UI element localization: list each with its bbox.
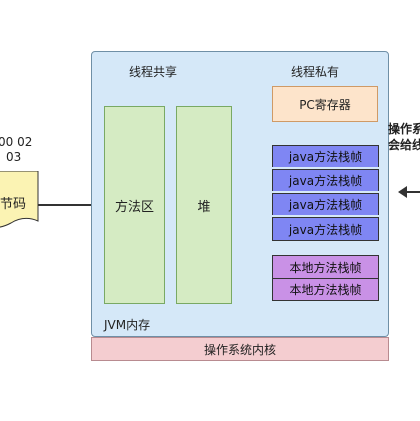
- pc-register: PC寄存器: [272, 86, 378, 122]
- java-stack-frame: java方法栈帧: [272, 145, 379, 167]
- java-stack-frame-label: java方法栈帧: [288, 222, 363, 237]
- bytecode-hex-line-2: 03: [6, 150, 22, 164]
- os-kernel-label: 操作系统内核: [203, 342, 276, 357]
- bytecode-document-icon: [0, 171, 39, 228]
- native-stack-frame-label: 本地方法栈帧: [289, 283, 362, 297]
- right-note-line-1: 操作系: [388, 122, 420, 136]
- native-stack-frame: 本地方法栈帧: [272, 255, 379, 278]
- java-stack-frame: java方法栈帧: [272, 193, 379, 215]
- native-stack-frame: 本地方法栈帧: [272, 278, 379, 301]
- java-stack-frame-label: java方法栈帧: [288, 150, 363, 164]
- right-arrow-head: [398, 186, 407, 198]
- heap-label: 堆: [197, 199, 211, 215]
- java-stack-frame: java方法栈帧: [272, 169, 379, 191]
- os-kernel: 操作系统内核: [91, 337, 389, 361]
- java-stack-frame: java方法栈帧: [272, 217, 379, 241]
- bytecode-hex-line-1: 00 02: [0, 135, 33, 149]
- java-stack-frame-label: java方法栈帧: [288, 174, 363, 188]
- right-note-line-2: 会给线: [388, 138, 420, 152]
- pc-register-label: PC寄存器: [299, 97, 351, 112]
- bytecode-arrow: [38, 204, 94, 206]
- thread-shared-title: 线程共享: [129, 65, 178, 79]
- java-stack-frame-label: java方法栈帧: [288, 198, 363, 212]
- jvm-memory-label: JVM内存: [104, 318, 151, 332]
- method-area-label: 方法区: [114, 199, 154, 215]
- right-arrow: [406, 191, 420, 193]
- thread-private-title: 线程私有: [291, 65, 340, 79]
- heap: 堆: [176, 106, 232, 304]
- bytecode-label: 节码: [0, 197, 27, 212]
- method-area: 方法区: [104, 106, 165, 304]
- native-stack-frame-label: 本地方法栈帧: [289, 260, 362, 275]
